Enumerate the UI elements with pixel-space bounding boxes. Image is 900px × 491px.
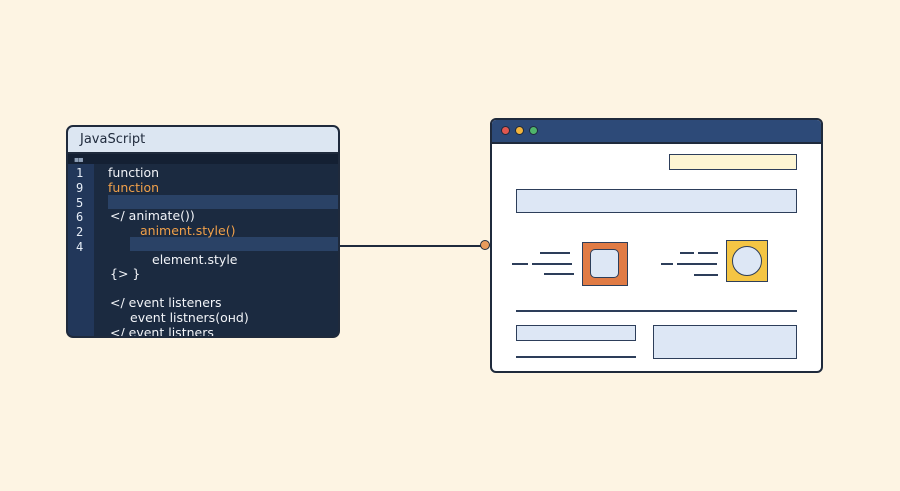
code-line: event listners(oнd)	[130, 310, 249, 325]
line-number-gutter: 1 9 5 6 2 4	[68, 164, 94, 336]
editor-titlebar: JavaScript	[68, 127, 338, 154]
motion-line	[661, 263, 673, 265]
code-line: element.style	[152, 252, 238, 267]
code-line: animent.style()	[140, 223, 236, 238]
editor-subbar: ▪▪	[68, 154, 338, 164]
line-number: 9	[76, 181, 84, 195]
editor-subbar-marker: ▪▪	[74, 154, 84, 164]
line-number: 2	[76, 225, 84, 239]
circle-icon	[732, 246, 762, 276]
header-bar	[669, 154, 797, 170]
code-line: function	[108, 165, 160, 180]
animated-square-icon	[582, 242, 628, 286]
motion-line	[544, 273, 574, 275]
motion-line	[694, 274, 718, 276]
motion-line	[532, 263, 572, 265]
text-line	[516, 356, 636, 358]
motion-line	[512, 263, 528, 265]
line-number: 4	[76, 240, 84, 254]
divider	[516, 310, 797, 312]
content-card	[653, 325, 797, 359]
connector-dot	[480, 240, 490, 250]
code-line: {> }	[110, 266, 141, 281]
browser-titlebar	[492, 120, 821, 144]
code-line: </ animate())	[110, 208, 195, 223]
code-editor-window: JavaScript ▪▪ 1 9 5 6 2 4 function funct…	[66, 125, 340, 338]
motion-line	[677, 263, 717, 265]
minimize-dot-icon[interactable]	[515, 126, 524, 135]
highlight-bar	[130, 237, 338, 251]
motion-line	[680, 252, 694, 254]
banner-block	[516, 189, 797, 213]
line-number: 5	[76, 196, 84, 210]
highlight-bar	[108, 195, 338, 209]
code-line: function	[108, 180, 160, 195]
motion-line	[698, 252, 718, 254]
connector-line	[340, 245, 485, 247]
line-number: 6	[76, 210, 84, 224]
maximize-dot-icon[interactable]	[529, 126, 538, 135]
rounded-square-icon	[590, 249, 619, 278]
line-number: 1	[76, 166, 84, 180]
code-line: </ event listners	[110, 325, 214, 338]
animated-circle-icon	[726, 240, 768, 282]
content-block	[516, 325, 636, 341]
editor-title: JavaScript	[80, 132, 146, 147]
close-dot-icon[interactable]	[501, 126, 510, 135]
code-line: </ event listeners	[110, 295, 222, 310]
browser-window	[490, 118, 823, 373]
motion-line	[540, 252, 570, 254]
